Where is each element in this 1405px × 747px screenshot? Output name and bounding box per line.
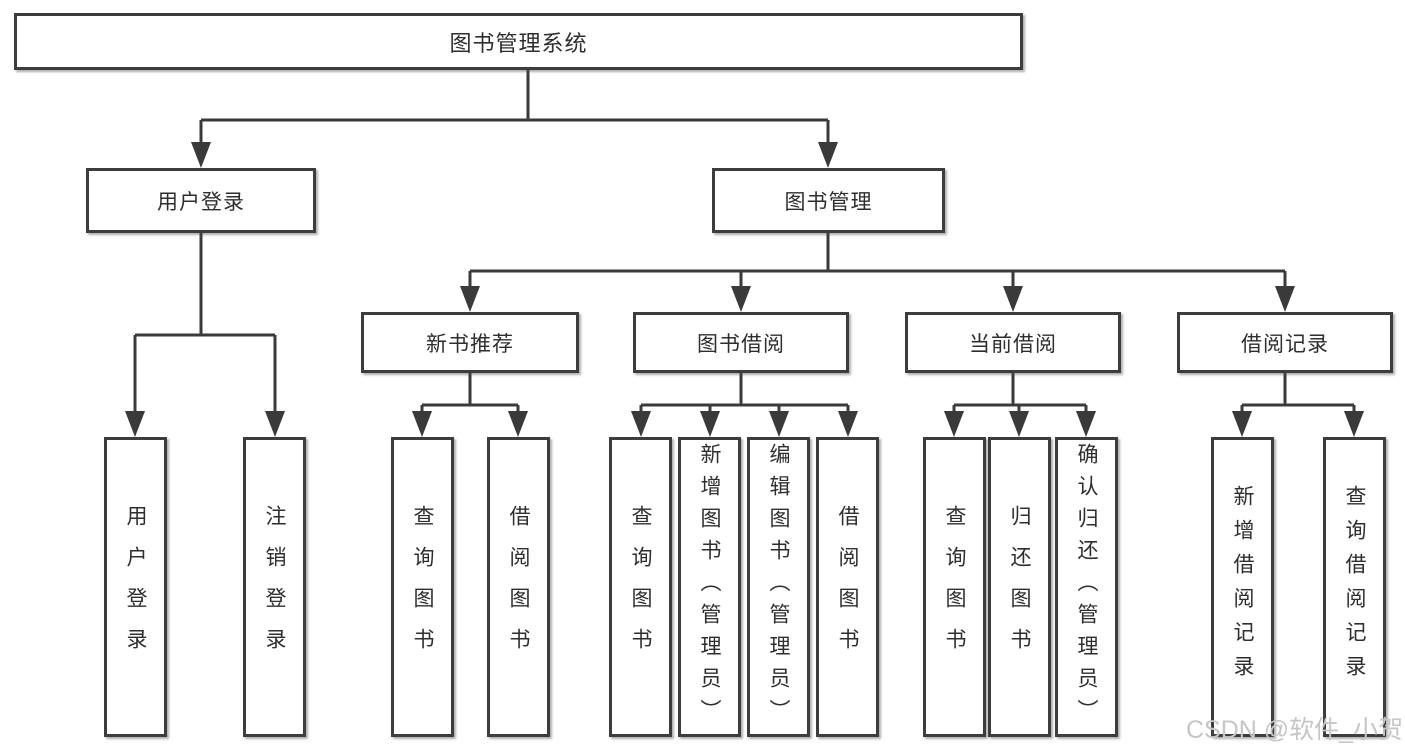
- leaf-user-login-label: 用户登录: [124, 505, 147, 669]
- leaf-return-book-label: 归还图书: [1008, 505, 1031, 669]
- leaf-query-books-current-label: 查询图书: [943, 505, 966, 669]
- leaf-confirm-return-admin-label: 确认归还（管理员）: [1075, 443, 1098, 731]
- leaf-logout: 注销登录: [243, 437, 306, 737]
- csdn-watermark: CSDN @软件_小贺同学: [1186, 716, 1405, 744]
- leaf-query-books-borrow: 查询图书: [609, 437, 672, 737]
- leaf-borrow-books-recommend-label: 借阅图书: [507, 505, 530, 669]
- leaf-add-borrow-record-label: 新增借阅记录: [1231, 485, 1254, 689]
- node-root-label: 图书管理系统: [449, 30, 588, 56]
- leaf-query-borrow-record-label: 查询借阅记录: [1343, 485, 1366, 689]
- node-root: 图书管理系统: [14, 13, 1023, 70]
- leaf-query-books-borrow-label: 查询图书: [629, 505, 652, 669]
- leaf-query-books-recommend-label: 查询图书: [411, 505, 434, 669]
- node-borrow-records-label: 借阅记录: [1241, 332, 1329, 356]
- leaf-add-book-admin-label: 新增图书（管理员）: [698, 443, 721, 731]
- leaf-add-book-admin: 新增图书（管理员）: [678, 437, 741, 737]
- leaf-query-borrow-record: 查询借阅记录: [1323, 437, 1386, 737]
- node-current-borrow-label: 当前借阅: [969, 332, 1057, 356]
- leaf-edit-book-admin-label: 编辑图书（管理员）: [767, 443, 790, 731]
- leaf-borrow-books-label: 借阅图书: [836, 505, 859, 669]
- node-current-borrow: 当前借阅: [905, 312, 1121, 373]
- leaf-edit-book-admin: 编辑图书（管理员）: [747, 437, 810, 737]
- node-user-login: 用户登录: [86, 168, 316, 233]
- leaf-logout-label: 注销登录: [263, 505, 286, 669]
- node-book-borrow-label: 图书借阅: [697, 332, 785, 356]
- node-new-book-recommend: 新书推荐: [361, 312, 579, 373]
- node-borrow-records: 借阅记录: [1177, 312, 1393, 373]
- node-book-management-label: 图书管理: [784, 190, 873, 214]
- leaf-add-borrow-record: 新增借阅记录: [1211, 437, 1274, 737]
- node-user-login-label: 用户登录: [157, 190, 245, 214]
- leaf-query-books-current: 查询图书: [923, 437, 986, 737]
- node-book-borrow: 图书借阅: [633, 312, 849, 373]
- node-new-book-recommend-label: 新书推荐: [426, 332, 514, 356]
- node-book-management: 图书管理: [712, 168, 945, 233]
- leaf-user-login: 用户登录: [104, 437, 167, 737]
- leaf-query-books-recommend: 查询图书: [391, 437, 454, 737]
- leaf-borrow-books: 借阅图书: [816, 437, 879, 737]
- leaf-borrow-books-recommend: 借阅图书: [487, 437, 550, 737]
- leaf-return-book: 归还图书: [988, 437, 1051, 737]
- leaf-confirm-return-admin: 确认归还（管理员）: [1055, 437, 1118, 737]
